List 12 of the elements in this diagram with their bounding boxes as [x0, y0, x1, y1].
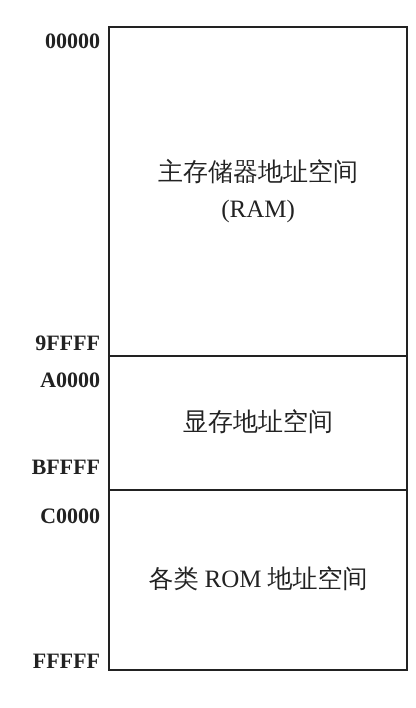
address-label: 9FFFF	[35, 332, 100, 354]
address-label: A0000	[40, 369, 100, 391]
memory-region-box	[108, 26, 408, 357]
region-label: 主存储器地址空间 (RAM)	[157, 158, 359, 224]
memory-region-box	[108, 489, 408, 671]
address-label: BFFFF	[32, 456, 100, 478]
region-label: 显存地址空间	[183, 408, 333, 438]
region-label: 各类 ROM 地址空间	[148, 564, 368, 595]
memory-region-box	[108, 355, 408, 491]
address-label: C0000	[40, 505, 100, 527]
address-label: FFFFF	[32, 650, 100, 672]
address-label: 00000	[45, 30, 100, 52]
